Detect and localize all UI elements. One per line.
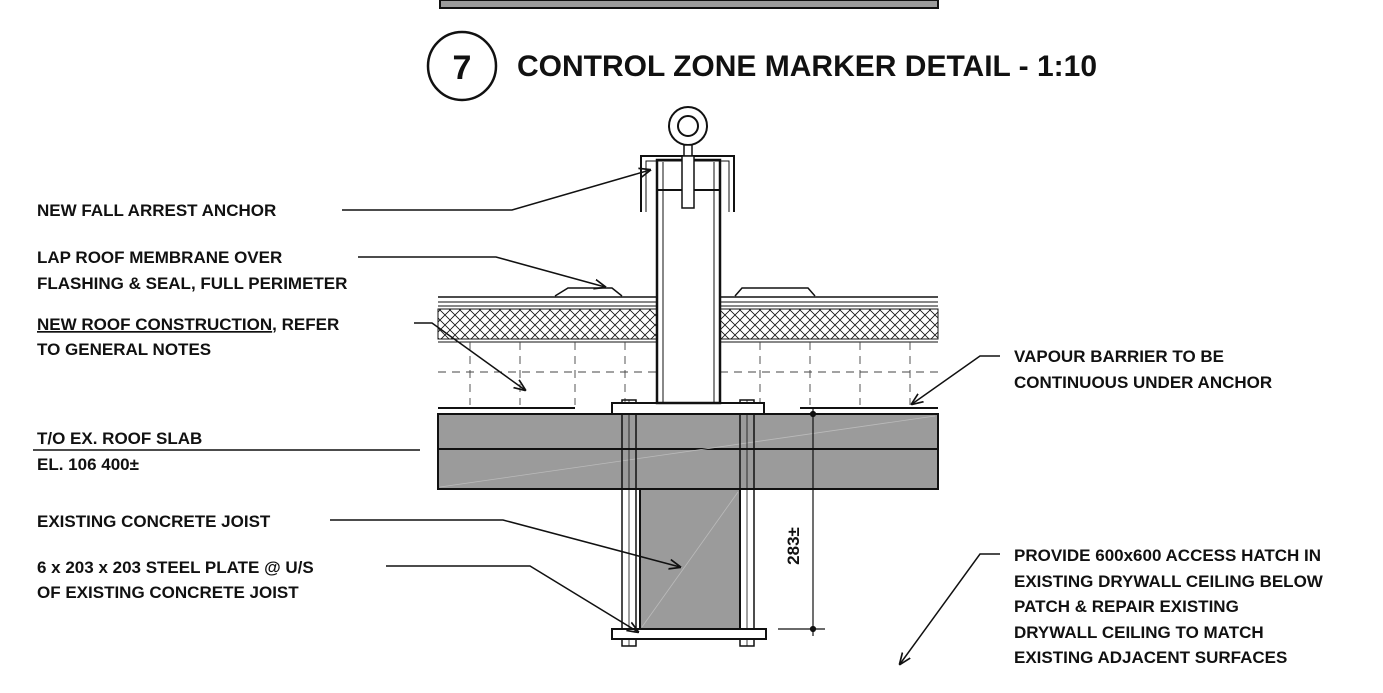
detail-number-bubble bbox=[426, 30, 498, 102]
detail-number: 7 bbox=[453, 49, 472, 87]
label-joist: EXISTING CONCRETE JOIST bbox=[37, 512, 271, 531]
label-vapour-2: CONTINUOUS UNDER ANCHOR bbox=[1014, 373, 1272, 392]
detail-title-text: CONTROL ZONE MARKER DETAIL - 1:10 bbox=[517, 50, 1097, 83]
leader-joist bbox=[330, 519, 680, 567]
insulation-layer-right bbox=[719, 308, 939, 340]
label-plate-1: 6 x 203 x 203 STEEL PLATE @ U/S bbox=[37, 558, 314, 577]
label-vapour-1: VAPOUR BARRIER TO BE bbox=[1014, 347, 1224, 366]
through-bolts bbox=[621, 399, 755, 647]
fall-arrest-anchor-post bbox=[640, 106, 735, 405]
label-membrane-2: FLASHING & SEAL, FULL PERIMETER bbox=[37, 274, 347, 293]
label-hatch-5: EXISTING ADJACENT SURFACES bbox=[1014, 648, 1287, 667]
label-hatch-4: DRYWALL CEILING TO MATCH bbox=[1014, 623, 1264, 642]
label-hatch-2: EXISTING DRYWALL CEILING BELOW bbox=[1014, 572, 1324, 591]
bottom-steel-plate bbox=[611, 628, 767, 640]
label-roof-construction-2: TO GENERAL NOTES bbox=[37, 340, 211, 359]
previous-detail-remnant bbox=[439, 0, 939, 9]
anchor-base-plate bbox=[611, 402, 765, 415]
leader-steel-plate bbox=[386, 565, 638, 632]
callouts: NEW FALL ARREST ANCHOR LAP ROOF MEMBRANE… bbox=[37, 201, 1324, 667]
insulation-layer-left bbox=[437, 308, 658, 340]
label-hatch-3: PATCH & REPAIR EXISTING bbox=[1014, 597, 1239, 616]
rigid-insulation-pattern bbox=[438, 342, 938, 405]
label-membrane-1: LAP ROOF MEMBRANE OVER bbox=[37, 248, 282, 267]
leader-lines bbox=[33, 170, 1000, 664]
detail-title: 7 CONTROL ZONE MARKER DETAIL - 1:10 bbox=[426, 30, 1097, 102]
label-slab-1: T/O EX. ROOF SLAB bbox=[37, 429, 202, 448]
dimension-value: 283± bbox=[784, 527, 803, 565]
concrete-roof-slab bbox=[437, 413, 939, 490]
label-roof-construction-underlined: NEW ROOF CONSTRUCTION bbox=[37, 315, 272, 334]
concrete-joist bbox=[639, 488, 741, 630]
leader-access-hatch bbox=[900, 553, 1000, 664]
label-roof-construction-refer: , REFER bbox=[272, 315, 339, 334]
joist-depth-dimension bbox=[778, 408, 825, 636]
label-slab-2: EL. 106 400± bbox=[37, 455, 139, 474]
label-roof-construction-1: NEW ROOF CONSTRUCTION, REFER bbox=[37, 315, 339, 334]
leader-fall-anchor bbox=[342, 170, 650, 211]
label-fall-anchor: NEW FALL ARREST ANCHOR bbox=[37, 201, 276, 220]
leader-roof-construction bbox=[414, 322, 525, 390]
label-plate-2: OF EXISTING CONCRETE JOIST bbox=[37, 583, 299, 602]
leader-membrane bbox=[358, 256, 605, 287]
leader-vapour-barrier bbox=[912, 355, 1000, 404]
label-hatch-1: PROVIDE 600x600 ACCESS HATCH IN bbox=[1014, 546, 1321, 565]
